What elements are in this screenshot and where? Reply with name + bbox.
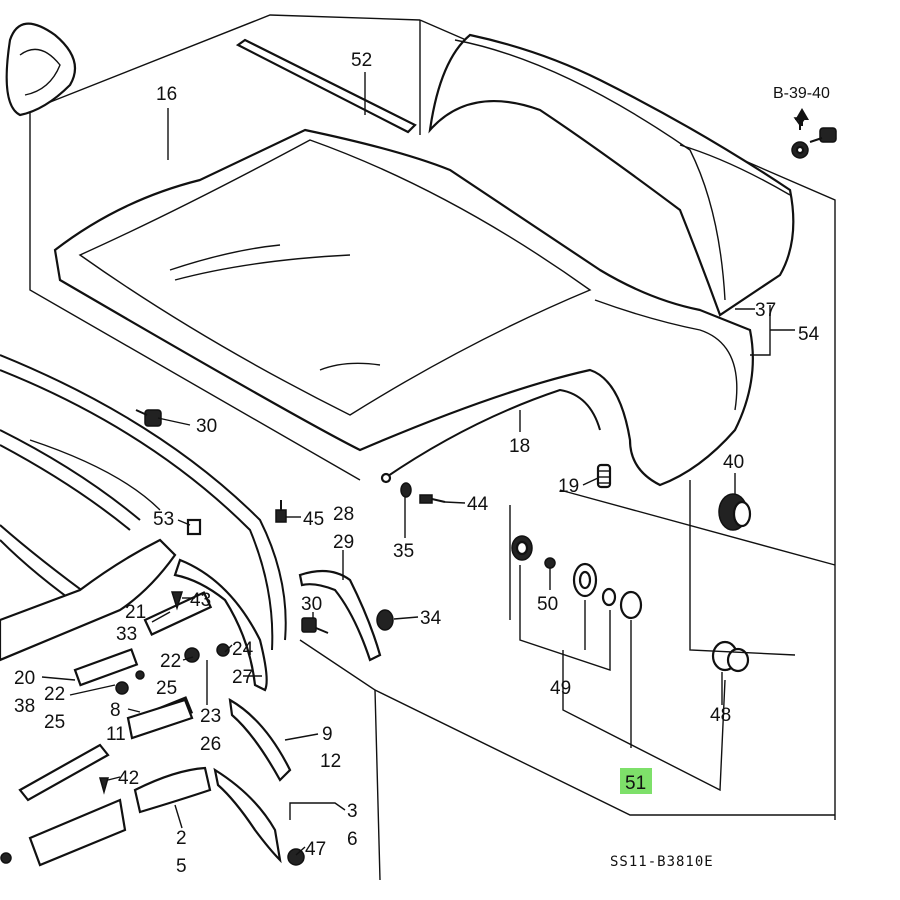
callout-21[interactable]: 21 [125,602,146,623]
part-48-plug [711,640,750,673]
ref-screw-nut [791,117,837,159]
callout-20[interactable]: 20 [14,668,35,689]
callout-37[interactable]: 37 [755,300,776,321]
callout-3[interactable]: 3 [347,801,358,822]
callout-25b[interactable]: 25 [44,712,65,733]
part-29-arm [298,569,382,662]
callout-27[interactable]: 27 [232,667,253,688]
callout-54[interactable]: 54 [798,324,820,345]
callout-28[interactable]: 28 [333,504,354,525]
callout-30b[interactable]: 30 [301,594,322,615]
leader-lines [41,72,755,856]
seal-gasket-topleft [5,22,77,117]
rear-window-frame [428,33,795,317]
callout-44[interactable]: 44 [467,494,489,515]
part-40-grommet [718,493,752,531]
callout-11[interactable]: 11 [106,724,126,745]
callout-24[interactable]: 24 [232,639,254,660]
part-53-clip [186,518,202,536]
highlight-51 [620,768,652,794]
part-16-hardtop [53,128,754,487]
diagram-code: SS11-B3810E [610,854,714,870]
callout-34[interactable]: 34 [420,608,442,629]
callout-12[interactable]: 12 [320,751,341,772]
callout-48[interactable]: 48 [710,705,731,726]
callout-38[interactable]: 38 [14,696,35,717]
callout-50[interactable]: 50 [537,594,558,615]
part-19-spring [596,463,612,489]
part-49-hardware [511,535,643,620]
callout-25a[interactable]: 25 [156,678,177,699]
callout-51[interactable]: 51 [625,773,646,794]
callout-45[interactable]: 45 [303,509,324,530]
callout-43[interactable]: 43 [190,590,211,611]
callout-40[interactable]: 40 [723,452,744,473]
callout-6[interactable]: 6 [347,829,358,850]
callout-35[interactable]: 35 [393,541,414,562]
callout-53[interactable]: 53 [153,509,174,530]
callout-22a[interactable]: 22 [160,651,181,672]
callout-23[interactable]: 23 [200,706,221,727]
callout-30[interactable]: 30 [196,416,217,437]
part-42-47-fasteners [0,777,305,866]
ref-arrow [795,108,809,126]
callout-18[interactable]: 18 [509,436,530,457]
part-52-strip [235,38,417,134]
callout-16[interactable]: 16 [156,84,177,105]
callout-26[interactable]: 26 [200,734,221,755]
part-43-fastener [170,591,184,611]
callout-19[interactable]: 19 [558,476,579,497]
callout-33[interactable]: 33 [116,624,137,645]
callout-5[interactable]: 5 [176,856,187,877]
callout-49[interactable]: 49 [550,678,571,699]
callout-42[interactable]: 42 [118,768,139,789]
callout-labels: 52 16 37 54 30 18 40 19 53 45 28 29 44 3… [14,50,830,877]
callout-8[interactable]: 8 [110,700,121,721]
callout-2[interactable]: 2 [176,828,187,849]
callout-52[interactable]: 52 [351,50,372,71]
part-18-weatherstrip [380,388,601,484]
callout-47[interactable]: 47 [305,839,326,860]
callout-29[interactable]: 29 [333,532,354,553]
callout-22b[interactable]: 22 [44,684,65,705]
part-bolts [135,409,329,634]
callout-9[interactable]: 9 [322,724,333,745]
part-trim-pieces [18,697,292,867]
part-34-clip [376,609,394,631]
part-44-screw [400,482,446,504]
ref-label-b39-40[interactable]: B-39-40 [773,85,830,102]
bracket-lines [509,305,796,792]
